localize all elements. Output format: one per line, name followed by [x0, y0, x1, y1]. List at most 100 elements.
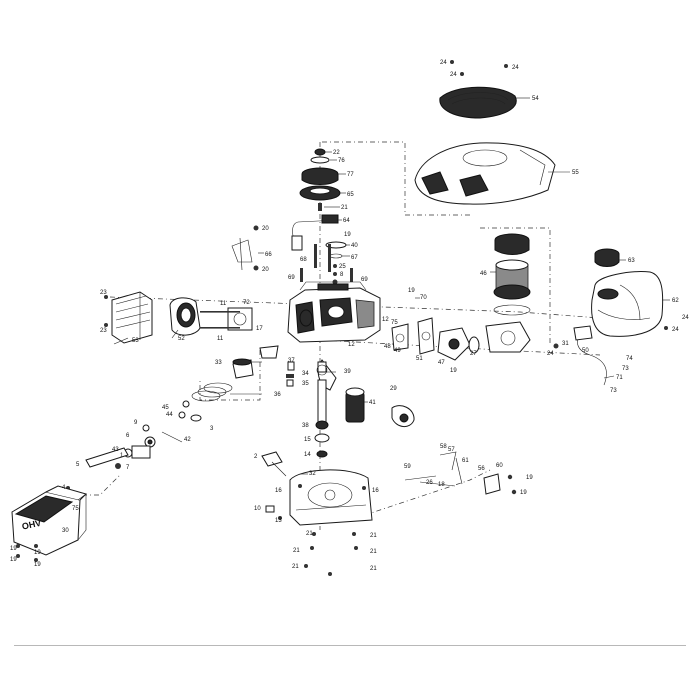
- part-label: 55: [572, 170, 579, 176]
- part-label: 37: [288, 358, 295, 364]
- part-label: 24: [547, 351, 554, 357]
- camshaft-41: [345, 387, 415, 427]
- part-label: 43: [112, 447, 119, 453]
- part-label: 21: [370, 549, 377, 555]
- part-label: 21: [306, 531, 313, 537]
- part-label: 6: [126, 433, 130, 439]
- part-label: 44: [166, 412, 173, 418]
- fuel-cap-63: [594, 248, 620, 267]
- part-label: 73: [610, 388, 617, 394]
- part-label: 45: [162, 405, 169, 411]
- part-label: 53: [132, 338, 139, 344]
- part-label: 76: [338, 158, 345, 164]
- part-label: 39: [344, 369, 351, 375]
- part-label: 65: [347, 192, 354, 198]
- part-label: 63: [628, 258, 635, 264]
- part-label: 15: [304, 437, 311, 443]
- part-label: 19: [526, 475, 533, 481]
- part-label: 71: [616, 375, 623, 381]
- part-label: 67: [351, 255, 358, 261]
- part-label: 21: [370, 566, 377, 572]
- part-label: 19: [520, 490, 527, 496]
- oil-dipstick-2: [261, 451, 287, 477]
- part-label: 2: [254, 454, 258, 460]
- part-label: 5: [76, 462, 80, 468]
- part-label: 42: [184, 437, 191, 443]
- piston-33: [232, 358, 254, 379]
- loose-fasteners: [16, 60, 508, 576]
- part-label: 3: [210, 426, 214, 432]
- muffler-53: [111, 291, 153, 344]
- part-label: 11: [217, 336, 224, 342]
- fuel-tank-62: [591, 271, 664, 337]
- governor-linkage-66: [231, 225, 259, 271]
- part-label: 16: [372, 488, 379, 494]
- drain-plug-10: [265, 505, 282, 520]
- part-label: 59: [404, 464, 411, 470]
- part-label: 14: [304, 452, 311, 458]
- fuel-line-parts: [553, 325, 668, 386]
- part-label: 41: [369, 400, 376, 406]
- part-label: 13: [275, 518, 282, 524]
- crankshaft-39: [316, 359, 337, 423]
- part-label: 10: [254, 506, 261, 512]
- part-label: 61: [462, 458, 469, 464]
- part-label: 36: [274, 392, 281, 398]
- part-label: 19: [450, 368, 457, 374]
- flywheel-assembly: [299, 148, 341, 211]
- part-label: 20: [262, 267, 269, 273]
- part-label: 19: [10, 557, 17, 563]
- exhaust-bolts: [104, 295, 240, 329]
- part-label: 32: [309, 471, 316, 477]
- part-label: 19: [408, 288, 415, 294]
- part-label: 35: [302, 381, 309, 387]
- part-label: 12: [382, 317, 389, 323]
- recoil-starter-54: [439, 86, 517, 119]
- part-label: 77: [347, 172, 354, 178]
- engine-block: [287, 281, 381, 343]
- part-label: 60: [496, 463, 503, 469]
- part-label: 33: [215, 360, 222, 366]
- cover-logo-text: OHV: [21, 518, 42, 532]
- throttle-control-parts: [404, 451, 517, 495]
- part-label: 21: [370, 533, 377, 539]
- piston-rings-36: [191, 382, 233, 402]
- part-label: 58: [440, 444, 447, 450]
- part-label: 23: [100, 328, 107, 334]
- part-label: 68: [300, 257, 307, 263]
- part-label: 75: [72, 506, 79, 512]
- part-label: 64: [343, 218, 350, 224]
- part-label: 21: [293, 548, 300, 554]
- part-label: 70: [420, 295, 427, 301]
- part-label: 34: [302, 371, 309, 377]
- part-label: 30: [62, 528, 69, 534]
- part-label: 4: [62, 485, 66, 491]
- ignition-coil-64: [291, 214, 339, 251]
- part-label: 21: [292, 564, 299, 570]
- part-label: 57: [448, 447, 455, 453]
- part-label: 8: [340, 272, 344, 278]
- part-label: 31: [562, 341, 569, 347]
- part-label: 66: [265, 252, 272, 258]
- valve-train-parts: [300, 241, 353, 285]
- part-label: 24: [440, 60, 447, 66]
- part-label: 38: [302, 423, 309, 429]
- part-label: 7: [126, 465, 130, 471]
- part-label: 73: [622, 366, 629, 372]
- part-label: 62: [672, 298, 679, 304]
- carburettor-47: [391, 317, 480, 361]
- part-label: 48: [384, 344, 391, 350]
- part-label: 20: [262, 226, 269, 232]
- part-label: 18: [438, 482, 445, 488]
- part-label: 19: [344, 232, 351, 238]
- wrist-pin-parts: [259, 345, 295, 387]
- part-label: 75: [391, 320, 398, 326]
- part-label: 24: [450, 72, 457, 78]
- part-label: 54: [532, 96, 539, 102]
- part-label: 49: [394, 348, 401, 354]
- valve-cover-30: [11, 485, 87, 556]
- air-filter-base-27: [485, 321, 531, 353]
- part-label: 47: [438, 360, 445, 366]
- part-label: 21: [341, 205, 348, 211]
